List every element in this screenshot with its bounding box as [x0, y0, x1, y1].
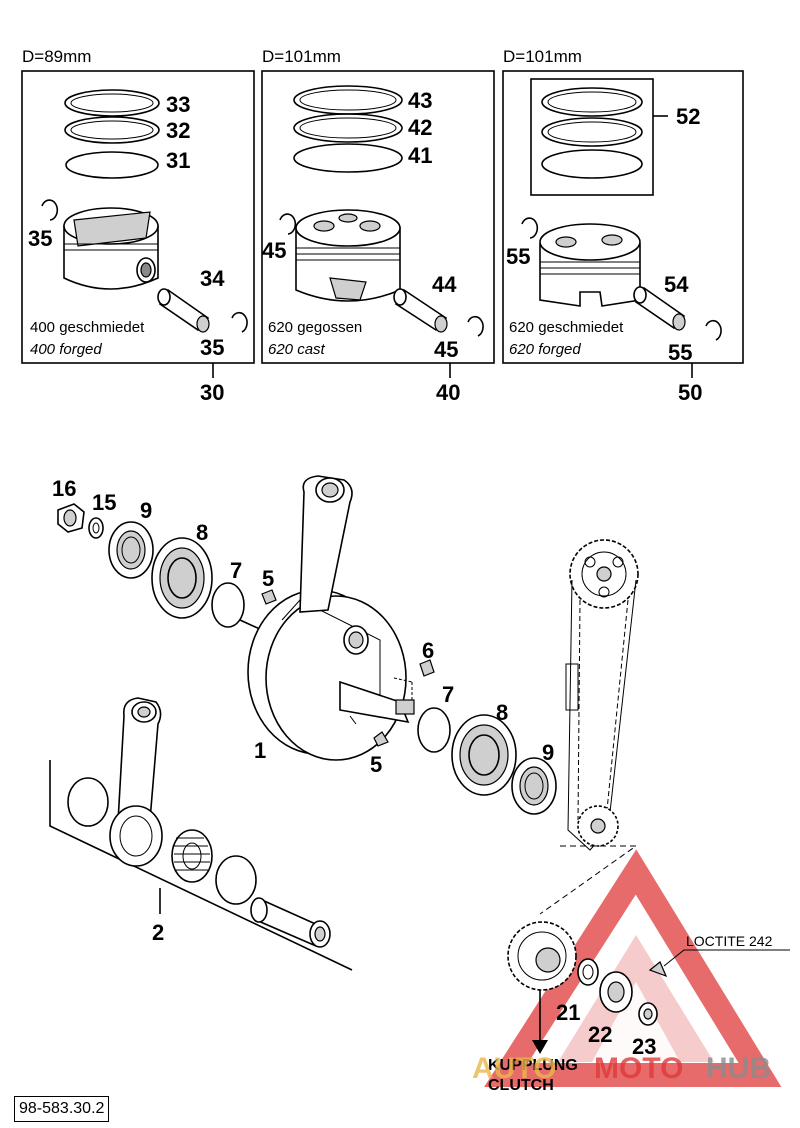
ball-bearing-left [151, 537, 213, 619]
clutch-label-de: KUPPLUNG [488, 1057, 578, 1074]
piston-pin [157, 288, 210, 333]
primary-gear-assembly: 21 22 23 LOCTITE 242 KUPPLUNG CLUTCH [488, 921, 790, 1094]
label-key-right-bottom: 5 [370, 752, 382, 777]
crankshaft [239, 475, 415, 761]
label-clip-top: 55 [506, 244, 530, 269]
connecting-rod-kit: 2 [49, 697, 353, 971]
clutch-label-en: CLUTCH [488, 1077, 554, 1094]
loctite-note: LOCTITE 242 [686, 933, 773, 949]
piston-panel-3: D=101mm 52 55 54 55 [502, 47, 744, 405]
woodruff-key-left [261, 589, 277, 605]
label-clip-top: 45 [262, 238, 286, 263]
label-hub: 22 [588, 1022, 612, 1047]
label-crankshaft: 1 [254, 738, 266, 763]
label-ring-a: 33 [166, 92, 190, 117]
piston-rings [64, 89, 160, 179]
label-conrod-kit: 2 [152, 920, 164, 945]
label-seal-right: 9 [542, 740, 554, 765]
crank-pin [250, 897, 331, 948]
label-clip-bottom: 45 [434, 337, 458, 362]
crankshaft-assembly: 16 15 9 8 7 5 1 6 7 8 9 5 [52, 475, 557, 815]
label-key-right-top: 6 [422, 638, 434, 663]
shim-right [417, 707, 451, 753]
piston-panel-1: D=89mm 33 32 31 35 [21, 47, 255, 405]
watermark-text: AUTO MOTO HUB [472, 1052, 771, 1085]
callout-number: 30 [200, 380, 224, 405]
label-nut: 16 [52, 476, 76, 501]
caption-de: 620 geschmiedet [509, 319, 624, 336]
drawing-code: 98-583.30.2 [14, 1096, 110, 1122]
panel-diameter: D=101mm [262, 47, 341, 66]
piston [295, 209, 401, 302]
lock-washer [88, 517, 104, 539]
panel-diameter: D=101mm [503, 47, 582, 66]
caption-en: 620 forged [509, 341, 581, 358]
watermark-part2: MOTO [594, 1052, 683, 1085]
panel-diameter: D=89mm [22, 47, 91, 66]
label-clip-top: 35 [28, 226, 52, 251]
label-shim-right: 7 [442, 682, 454, 707]
label-pin: 34 [200, 266, 225, 291]
shaft-seal-right [511, 757, 557, 815]
callout-number: 40 [436, 380, 460, 405]
label-clip-bottom: 55 [668, 340, 692, 365]
label-ring-set: 52 [676, 104, 700, 129]
piston-rings-set [541, 87, 643, 179]
nut [57, 503, 85, 533]
label-screw: 23 [632, 1034, 656, 1059]
circlip-top [279, 213, 297, 235]
piston-pin [393, 288, 448, 333]
ball-bearing-right [451, 714, 517, 796]
label-washer: 15 [92, 490, 116, 515]
label-gear: 21 [556, 1000, 580, 1025]
needle-bearing [171, 829, 213, 883]
label-pin: 44 [432, 272, 457, 297]
label-ring-a: 43 [408, 88, 432, 113]
piston [539, 223, 641, 307]
label-key-left: 5 [262, 566, 274, 591]
piston-pin [633, 286, 686, 331]
piston-panel-2: D=101mm 43 42 41 45 [261, 47, 495, 405]
label-ring-c: 41 [408, 143, 432, 168]
piston [63, 207, 159, 290]
watermark-part1: AUTO [472, 1052, 556, 1085]
circlip-top [41, 199, 59, 221]
woodruff-key-right [419, 659, 435, 677]
loctite-drop [648, 961, 668, 978]
watermark-part3: HUB [706, 1052, 771, 1085]
circlip-bottom [231, 311, 248, 333]
shaft-seal-left [108, 521, 154, 579]
label-shim-left: 7 [230, 558, 242, 583]
woodruff-key-right-bottom [373, 731, 389, 747]
caption-en: 620 cast [268, 341, 326, 358]
label-ring-b: 32 [166, 118, 190, 143]
shim-left [211, 582, 245, 628]
caption-en: 400 forged [30, 341, 102, 358]
circlip-bottom [705, 319, 722, 341]
label-seal-left: 9 [140, 498, 152, 523]
label-ring-b: 42 [408, 115, 432, 140]
caption-de: 620 gegossen [268, 319, 362, 336]
label-clip-bottom: 35 [200, 335, 224, 360]
callout-number: 50 [678, 380, 702, 405]
circlip-bottom [467, 315, 484, 337]
piston-rings [293, 85, 403, 173]
circlip-top [521, 217, 539, 239]
label-bearing-right: 8 [496, 700, 508, 725]
label-bearing-left: 8 [196, 520, 208, 545]
label-pin: 54 [664, 272, 689, 297]
arrow-down-icon [532, 1040, 548, 1054]
label-ring-c: 31 [166, 148, 190, 173]
caption-de: 400 geschmiedet [30, 319, 145, 336]
timing-chain-sprockets [539, 539, 639, 915]
